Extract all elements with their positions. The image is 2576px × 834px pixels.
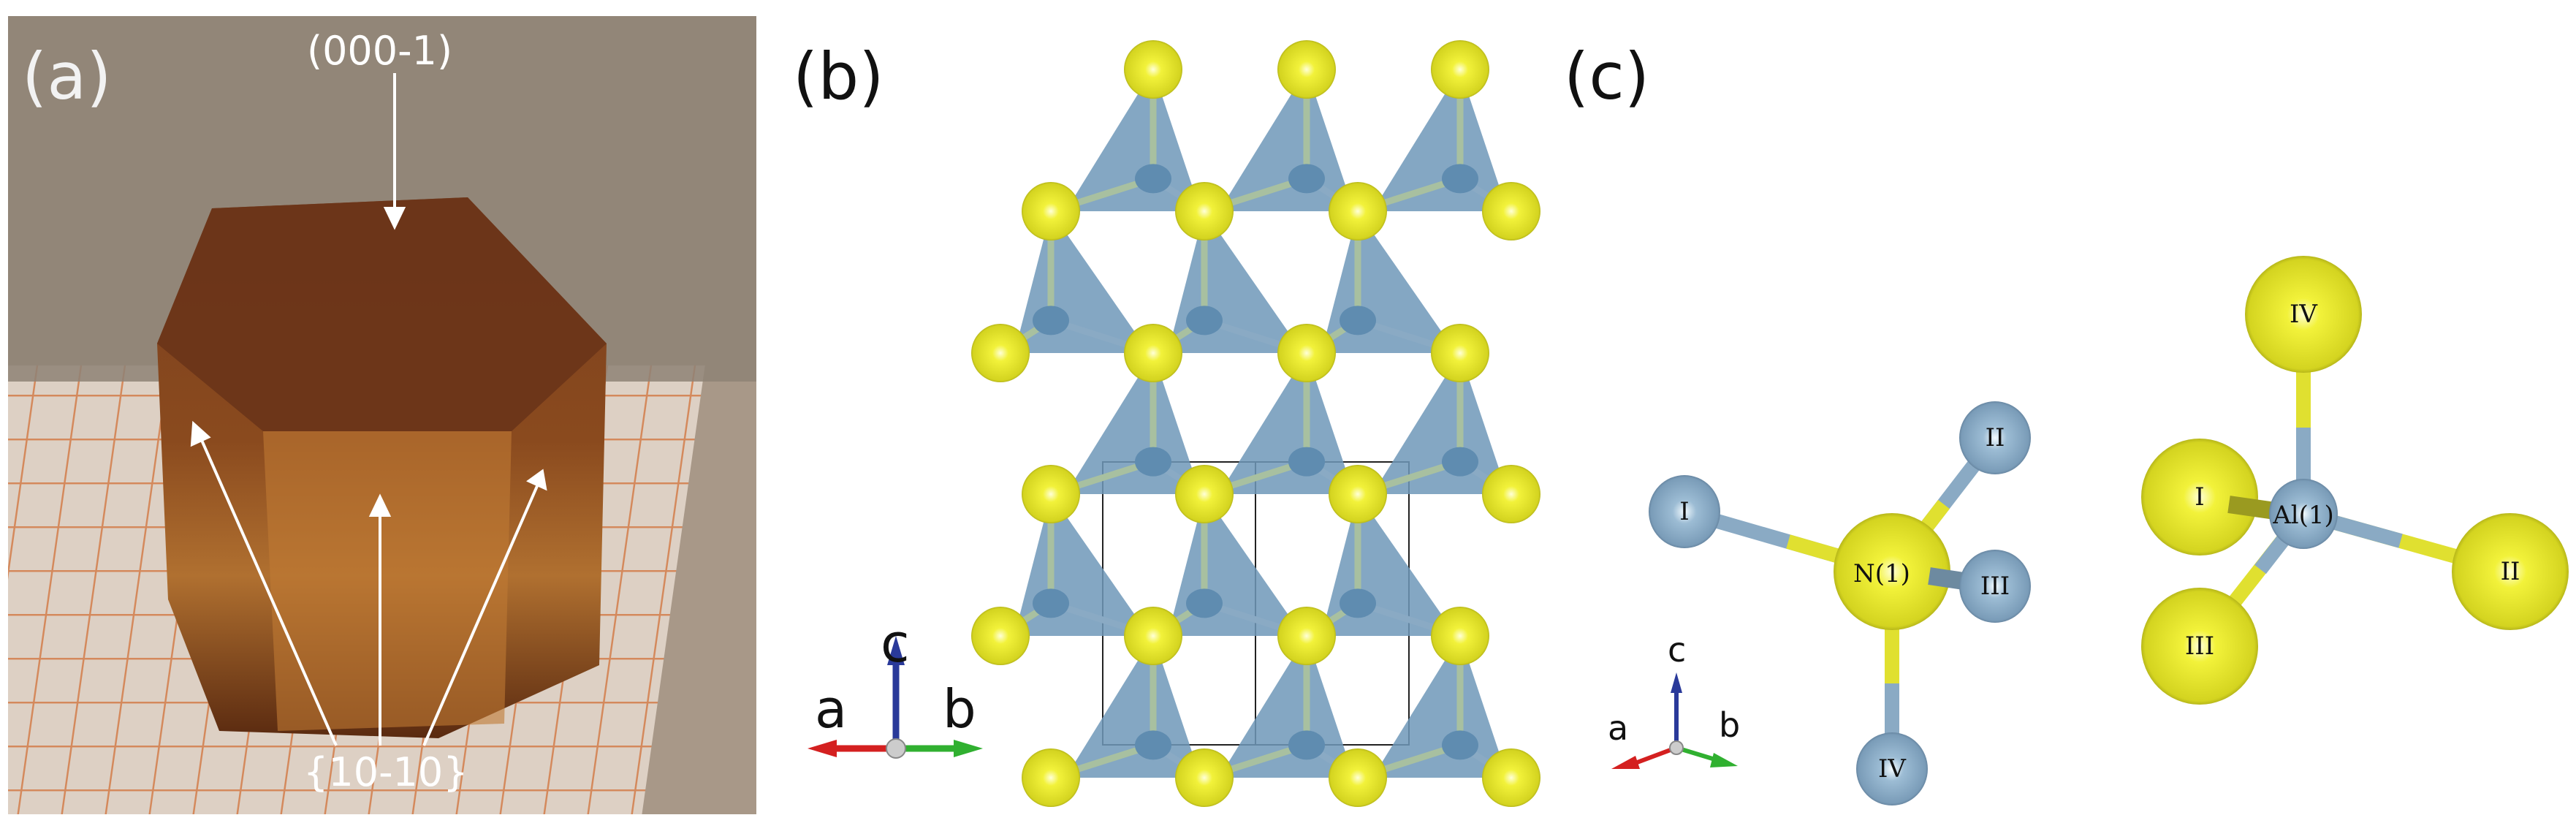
n-atom xyxy=(1482,465,1540,523)
wurtzite-structure xyxy=(971,40,1540,807)
axis-a-arrow xyxy=(808,740,837,757)
aln4-tetrahedron xyxy=(1372,636,1508,778)
n-neighbor-i xyxy=(1649,475,1720,548)
al-neighbor-i xyxy=(2141,439,2258,556)
n-neighbor-ii-label: II xyxy=(1986,423,2005,452)
side-faces-annotation: {10-10} xyxy=(303,749,468,795)
al-atom xyxy=(1186,306,1223,336)
axis-a-label: a xyxy=(815,678,847,740)
al1-atom xyxy=(2269,479,2338,549)
n-atom xyxy=(1482,182,1540,240)
n-atom xyxy=(1277,40,1336,99)
n-atom xyxy=(1329,182,1387,240)
al-centered-cluster: IV I II III Al(1) xyxy=(2141,256,2569,705)
aln4-tetrahedron xyxy=(1219,69,1354,211)
n-neighbor-iii-label: III xyxy=(1980,572,2010,601)
al-atom xyxy=(1033,306,1069,336)
al-atom xyxy=(1033,588,1069,618)
axis-c-arrow xyxy=(887,636,905,665)
n-atom xyxy=(1482,748,1540,807)
n-atom xyxy=(1022,465,1080,523)
panel-c-label: (c) xyxy=(1564,39,1649,114)
aln4-tetrahedron xyxy=(1065,636,1201,778)
al-atom xyxy=(1186,588,1223,618)
al-atom xyxy=(1288,730,1325,760)
n-centered-cluster: I II III IV N(1) xyxy=(1649,401,2031,805)
axis-b-arrow xyxy=(1710,753,1738,767)
n-neighbor-iv xyxy=(1856,732,1928,805)
axis-a-label: a xyxy=(1608,708,1628,748)
n-atom xyxy=(1022,182,1080,240)
al-neighbor-ii xyxy=(2452,513,2569,630)
n-atom xyxy=(1124,324,1182,382)
al-atom xyxy=(1442,447,1478,477)
al-atom xyxy=(1442,164,1478,194)
n-atom xyxy=(1431,607,1489,665)
n-atom xyxy=(1277,324,1336,382)
aln4-tetrahedron xyxy=(1372,69,1508,211)
axis-triad-b: c a b xyxy=(808,613,983,759)
panel-a-photo xyxy=(8,16,756,814)
n-atom xyxy=(1431,40,1489,99)
n-neighbor-ii xyxy=(1959,401,2031,474)
n-atom xyxy=(1022,748,1080,807)
n-atom xyxy=(1329,465,1387,523)
axis-c-arrow xyxy=(1671,672,1682,693)
n-atom xyxy=(971,607,1030,665)
panel-a-label: (a) xyxy=(22,39,112,114)
al-neighbor-iii xyxy=(2141,588,2258,705)
al-neighbor-iv xyxy=(2245,256,2362,373)
al-atom xyxy=(1340,306,1376,336)
top-face-annotation: (000-1) xyxy=(307,28,452,74)
n-atom xyxy=(1124,607,1182,665)
al-atom xyxy=(1442,730,1478,760)
aln4-tetrahedron xyxy=(1219,636,1354,778)
n-neighbor-i-label: I xyxy=(1679,497,1689,526)
axis-b-arrow xyxy=(954,740,983,757)
n-atom xyxy=(1175,182,1234,240)
crystal-side-face xyxy=(263,431,512,731)
axis-b-label: b xyxy=(943,678,976,740)
al-neighbor-ii-label: II xyxy=(2501,557,2520,586)
axis-c-label: c xyxy=(881,613,910,674)
al1-label: Al(1) xyxy=(2272,501,2334,530)
n-atom xyxy=(1175,748,1234,807)
al-neighbor-i-label: I xyxy=(2195,482,2204,512)
aln4-tetrahedron xyxy=(1065,69,1201,211)
n1-label: N(1) xyxy=(1853,559,1910,588)
axis-b-label: b xyxy=(1719,705,1740,745)
al-atom xyxy=(1135,447,1171,477)
al-neighbor-iii-label: III xyxy=(2185,632,2214,661)
n-neighbor-iii xyxy=(1959,550,2031,623)
n-atom xyxy=(1329,748,1387,807)
al-neighbor-iv-label: IV xyxy=(2290,300,2318,329)
al-atom xyxy=(1340,588,1376,618)
n-atom xyxy=(1431,324,1489,382)
n-neighbor-iv-label: IV xyxy=(1878,754,1907,784)
n-atom xyxy=(1124,40,1182,99)
panel-b-label: (b) xyxy=(793,39,884,114)
al-atom xyxy=(1288,447,1325,477)
al-atom xyxy=(1288,164,1325,194)
axis-triad-c: c a b xyxy=(1608,630,1740,769)
al-atom xyxy=(1135,730,1171,760)
axis-c-label: c xyxy=(1668,630,1686,670)
axis-a-arrow xyxy=(1611,756,1640,769)
crystal-top-face xyxy=(157,197,607,431)
n-atom xyxy=(1175,465,1234,523)
n-atom xyxy=(971,324,1030,382)
n-atom xyxy=(1277,607,1336,665)
annotation-arrows xyxy=(190,73,547,746)
n1-atom xyxy=(1834,513,1950,630)
al-atom xyxy=(1135,164,1171,194)
